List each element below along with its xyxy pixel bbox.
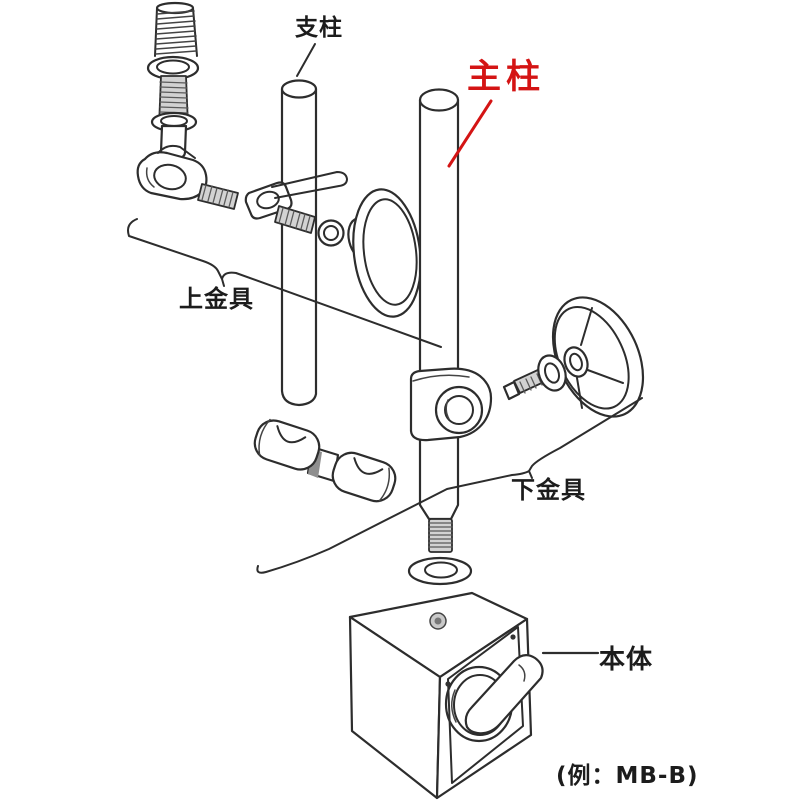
flange-washer-inner [156, 59, 190, 75]
wheel-hub-bore [569, 352, 583, 372]
wheel-hub [563, 346, 589, 378]
main-column-leader [447, 99, 493, 168]
label-lower-fitting: 下金具 [511, 476, 586, 504]
lower-clamp-band [412, 374, 470, 382]
upper-bolt-1-hatch [201, 184, 234, 208]
support-column-body [280, 87, 318, 407]
callout-labels: 支柱 主柱 上金具 下金具 本体 (例：MB-B) [179, 15, 699, 789]
upper-bolt-1 [197, 183, 239, 210]
connector-left-cap [258, 418, 271, 456]
main-column-top [418, 88, 460, 112]
connector-piece [253, 418, 397, 503]
lower-fitting-clamp [409, 367, 493, 442]
switch-dial-shading [451, 689, 457, 723]
base-washer-outer [407, 556, 473, 586]
base-washer-inner [424, 561, 458, 579]
support-column [280, 79, 318, 407]
swivel-clamp-hook [157, 144, 196, 159]
lower-fitting-brace [256, 397, 643, 574]
wheel-spokes [576, 307, 624, 409]
wheel-washer-outer [537, 354, 567, 392]
connector-left-body [253, 419, 321, 471]
clamp-knob [347, 188, 422, 318]
hand-wheel-assembly [502, 296, 645, 418]
switch-lever-detail [518, 664, 526, 682]
column-clamp-yoke [271, 171, 348, 199]
stud-thread-hatch [428, 522, 453, 548]
upper-fitting-brace [127, 218, 442, 348]
wheel-bolt-head [502, 380, 521, 401]
connector-left-slot [276, 425, 307, 444]
swivel-clamp-highlight [145, 167, 155, 188]
label-body: 本体 [599, 645, 653, 675]
callout-leaders [296, 43, 600, 655]
label-upper-fitting: 上金具 [179, 285, 254, 313]
upper-bolt-2-hatch [278, 207, 311, 232]
spring-coils [155, 10, 197, 55]
o-ring-outer [317, 219, 345, 247]
lower-clamp-body [409, 367, 493, 442]
connector-left-cylinder [253, 418, 321, 471]
switch-lever [464, 654, 544, 735]
label-support-column: 支柱 [294, 15, 343, 41]
body-front-panel [447, 626, 524, 784]
o-ring-inner [323, 225, 339, 241]
fine-adjust-screw [146, 1, 200, 161]
support-column-top [280, 79, 318, 99]
connector-right-cylinder [331, 451, 397, 503]
connector-right-cap [378, 467, 391, 502]
lower-clamp-bore-highlight [445, 399, 450, 420]
upper-fitting-assembly [136, 144, 348, 247]
label-example-model: (例：MB-B) [556, 763, 699, 789]
main-column-stud [428, 518, 453, 553]
lower-clamp-boss [434, 385, 484, 435]
upper-bolt-2 [274, 205, 316, 234]
base-washer [407, 556, 473, 586]
label-main-column: 主柱 [467, 57, 545, 97]
connector-right-body [331, 451, 397, 503]
magnet-base-body [348, 591, 544, 800]
wheel-washer-inner [543, 362, 561, 384]
swivel-clamp [136, 151, 208, 201]
callout-braces [127, 218, 643, 574]
panel-screw-right [510, 634, 516, 640]
body-top-hole-center [434, 617, 442, 625]
lower-clamp-bore [444, 395, 474, 425]
swivel-clamp-bore [153, 163, 187, 191]
knob-disc-front [362, 198, 418, 306]
connector-right-slot [353, 457, 384, 475]
support-column-leader [296, 43, 316, 77]
wheel-bolt-hatch [519, 373, 543, 394]
